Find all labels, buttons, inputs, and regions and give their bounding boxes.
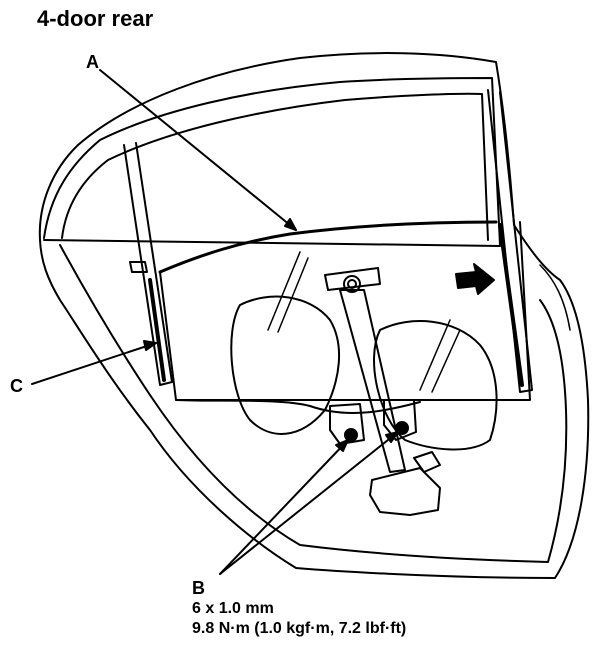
rear-channel-bracket [129, 261, 148, 273]
callout-c: C [10, 376, 23, 396]
glass-reflection [431, 329, 461, 393]
callout-a: A [86, 52, 99, 72]
leader-arrowhead-b [335, 439, 349, 452]
mounting-bolt [395, 421, 409, 435]
glass-bracket-left [329, 403, 365, 445]
bolt-size-spec: 6 x 1.0 mm [192, 600, 274, 617]
door-outer-panel [38, 52, 590, 579]
glass-reflection [267, 251, 301, 331]
regulator-pulley [343, 275, 361, 293]
window-motor [369, 467, 441, 516]
window-frame-inner [61, 92, 489, 241]
belt-line [43, 239, 501, 247]
door-inner-contour [539, 264, 571, 331]
leader-arrowhead-a [284, 218, 297, 231]
callout-b: B [192, 578, 205, 598]
direction-arrow-icon [455, 263, 495, 295]
glass-panel [159, 221, 531, 401]
leader-line-a [99, 69, 297, 231]
leader-arrowhead-c [143, 340, 157, 351]
access-hole-left [230, 295, 341, 435]
leader-line-c [31, 342, 157, 385]
glass-top-edge [158, 220, 498, 274]
leader-line-b [219, 439, 349, 575]
rear-channel-inner [148, 278, 166, 382]
leader-arrowhead-b [385, 431, 399, 443]
leader-line-b [219, 431, 399, 575]
window-motor-connector [413, 451, 441, 473]
glass-panel-bottom [175, 399, 421, 415]
glass-bracket-right [383, 399, 417, 441]
regulator-rail-top [324, 267, 381, 291]
window-frame [43, 77, 501, 246]
torque-spec: 9.8 N·m (1.0 kgf·m, 7.2 lbf·ft) [192, 620, 407, 637]
glass-reflection [277, 257, 309, 333]
regulator-rail [339, 289, 406, 473]
page-title: 4-door rear [37, 6, 154, 31]
rear-channel [123, 142, 173, 386]
access-hole-right [373, 320, 498, 451]
regulator-pulley-hub [347, 279, 357, 289]
glass-reflection [419, 319, 451, 391]
mounting-bolt [344, 428, 358, 442]
door-inner-contour [59, 244, 568, 563]
front-channel-inner [498, 223, 524, 387]
